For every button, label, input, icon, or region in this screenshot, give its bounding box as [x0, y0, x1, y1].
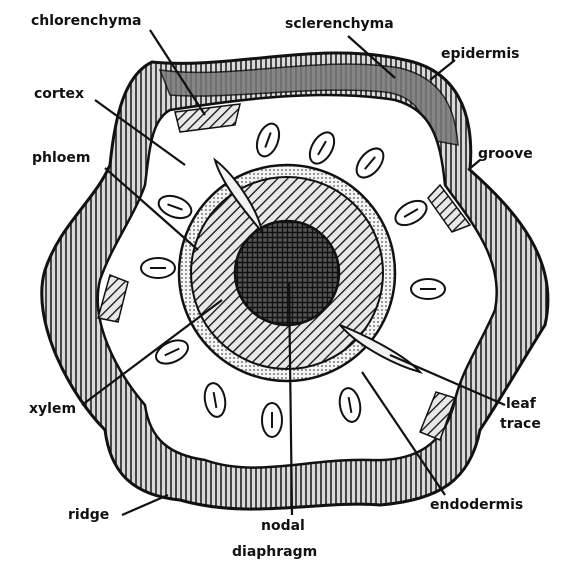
label-phloem: phloem [32, 150, 91, 166]
label-endodermis: endodermis [430, 497, 523, 513]
label-groove: groove [478, 146, 533, 162]
label-chlorenchyma: chlorenchyma [31, 13, 141, 29]
label-sclerenchyma: sclerenchyma [285, 16, 394, 32]
label-xylem: xylem [29, 401, 76, 417]
nodal-diaphragm [235, 221, 339, 325]
leader-ridge [122, 495, 168, 515]
label-cortex: cortex [34, 86, 84, 102]
label-leaf-trace-line1: leaf [506, 396, 537, 412]
label-nodal-line1: nodal [261, 518, 305, 534]
label-ridge: ridge [68, 507, 109, 523]
label-epidermis: epidermis [441, 46, 519, 62]
label-nodal-line2: diaphragm [232, 544, 317, 560]
label-leaf-trace-line2: trace [500, 416, 541, 432]
